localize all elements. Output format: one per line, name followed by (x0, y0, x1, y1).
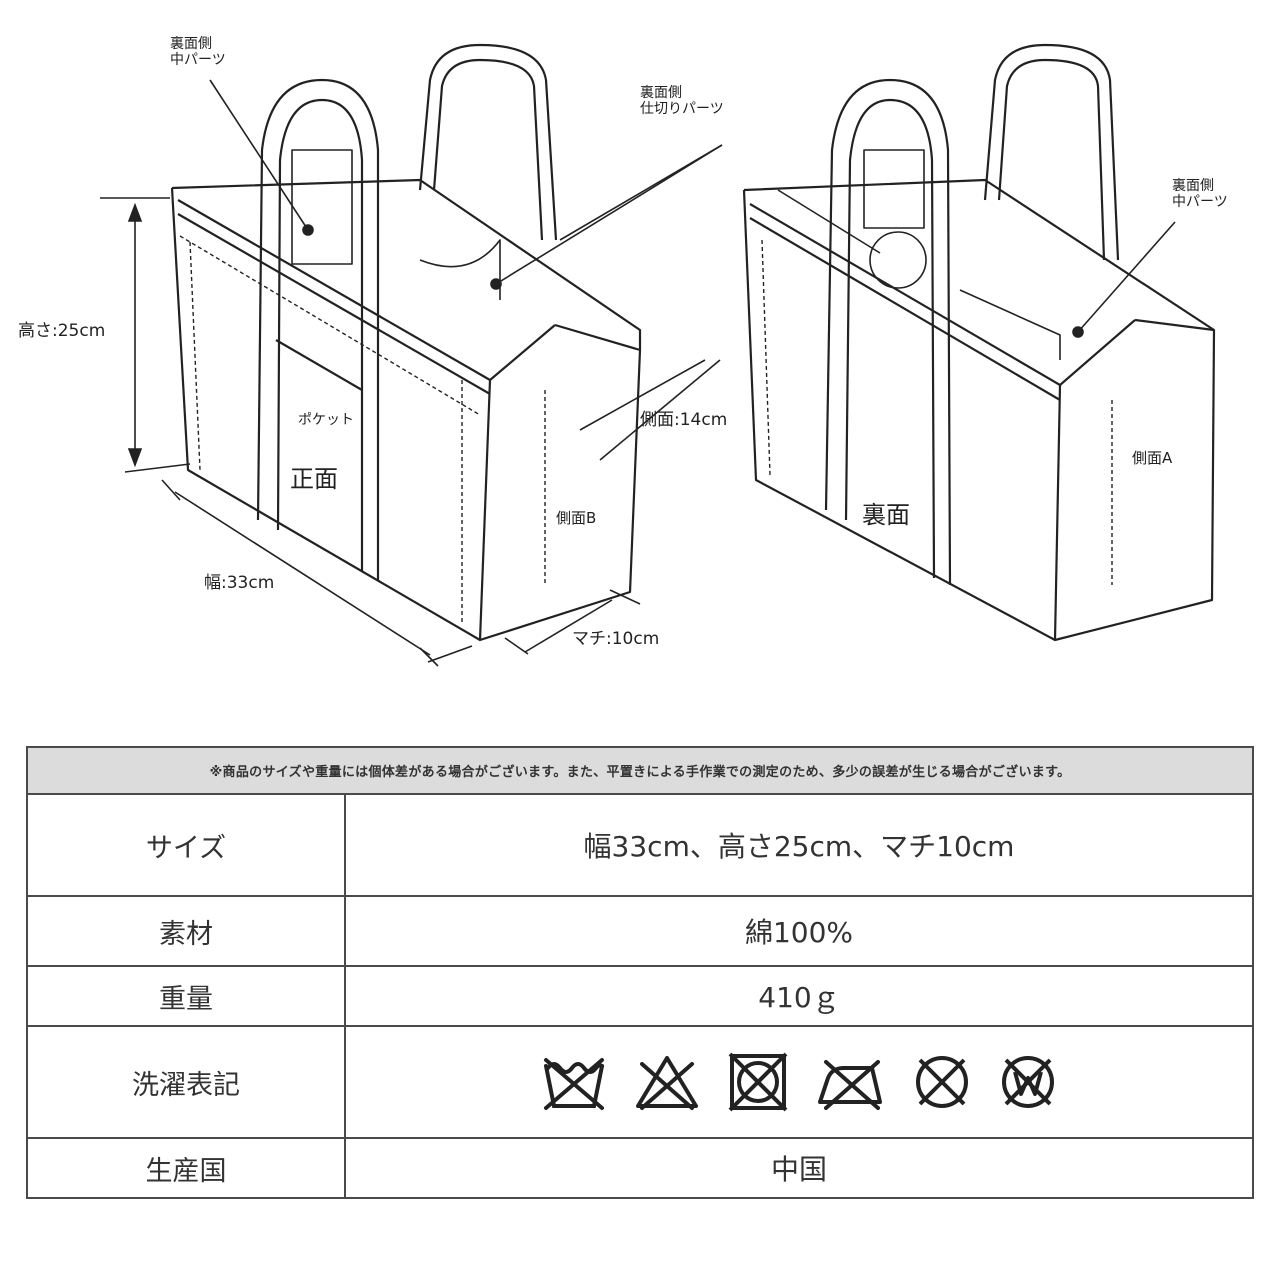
no-wet-clean-icon (1002, 1056, 1054, 1108)
label-height: 高さ:25cm (18, 321, 106, 341)
spec-label: 生産国 (28, 1139, 346, 1197)
label-side-b: 側面B (556, 509, 597, 527)
label-width: 幅:33cm (204, 573, 275, 593)
spec-row-material: 素材 綿100% (28, 897, 1252, 967)
no-iron-icon (818, 1060, 882, 1110)
label-front: 正面 (290, 465, 338, 493)
care-symbols (346, 1027, 1252, 1137)
label-side-depth: 側面:14cm (640, 410, 728, 430)
no-tumble-dry-icon (728, 1052, 788, 1112)
spec-label: 重量 (28, 967, 346, 1025)
spec-row-size: サイズ 幅33cm、高さ25cm、マチ10cm (28, 795, 1252, 897)
label-back-inner-part-right: 裏面側 中パーツ (1172, 178, 1228, 211)
label-back-divider-part: 裏面側 仕切りパーツ (640, 85, 724, 118)
spec-label: 洗濯表記 (28, 1027, 346, 1137)
label-side-a: 側面A (1132, 449, 1173, 467)
no-bleach-icon (636, 1056, 698, 1110)
label-back: 裏面 (862, 501, 910, 529)
hand-wash-prohibited-icon (544, 1058, 604, 1110)
bag-illustration (100, 43, 1216, 667)
spec-row-weight: 重量 410ｇ (28, 967, 1252, 1027)
spec-label: 素材 (28, 897, 346, 965)
no-dry-clean-icon (916, 1056, 968, 1108)
spec-row-origin: 生産国 中国 (28, 1139, 1252, 1197)
spec-value: 幅33cm、高さ25cm、マチ10cm (583, 830, 1015, 863)
spec-value: 中国 (770, 1153, 827, 1186)
spec-label: サイズ (28, 795, 346, 895)
spec-table: ※商品のサイズや重量には個体差がある場合がございます。また、平置きによる手作業で… (26, 746, 1254, 1199)
spec-value: 410ｇ (758, 981, 840, 1014)
disclaimer-note: ※商品のサイズや重量には個体差がある場合がございます。また、平置きによる手作業で… (28, 748, 1252, 795)
bag-diagram: 裏面側 中パーツ 裏面側 仕切りパーツ 裏面側 中パーツ 高さ:25cm ポケッ… (18, 36, 1228, 667)
label-gusset: マチ:10cm (572, 629, 660, 649)
label-back-inner-part-left: 裏面側 中パーツ (170, 36, 226, 69)
spec-row-care: 洗濯表記 (28, 1027, 1252, 1139)
spec-value: 綿100% (744, 916, 854, 949)
label-pocket: ポケット (298, 412, 354, 428)
